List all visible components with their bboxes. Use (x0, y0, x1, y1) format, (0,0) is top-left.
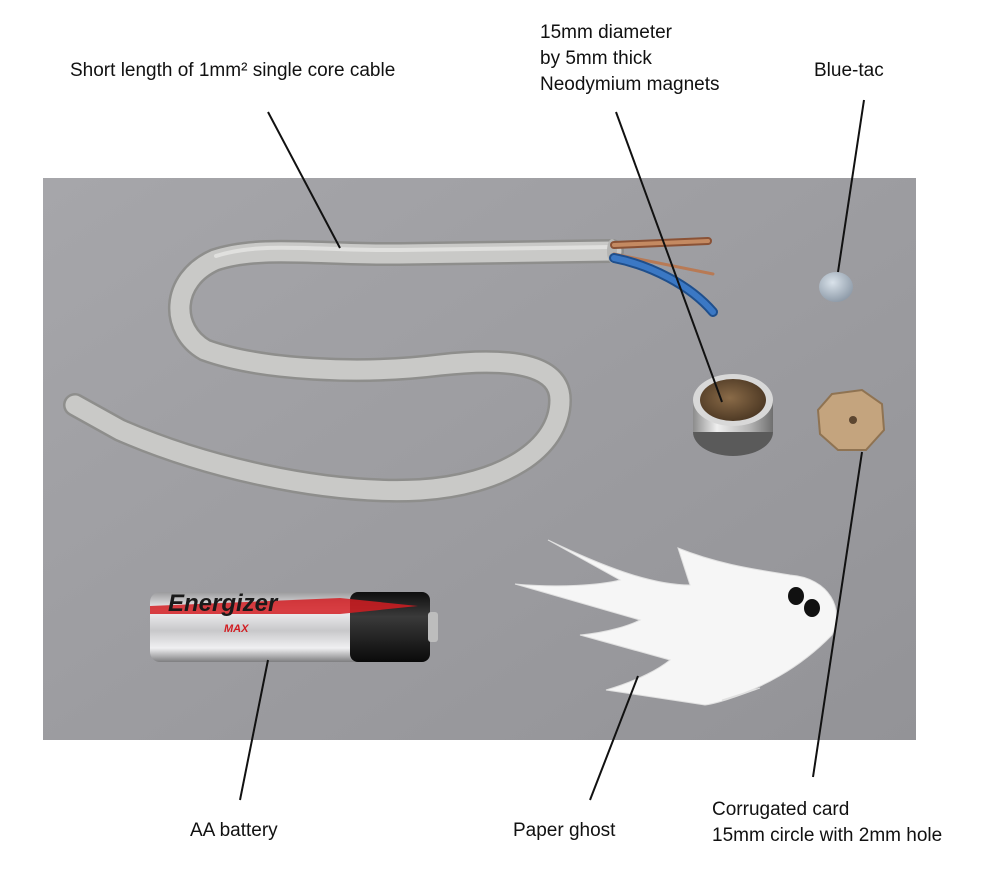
bluetac-pointer (837, 99, 865, 273)
magnets-label-line-3: Neodymium magnets (540, 74, 720, 95)
pointer-lines (239, 99, 865, 801)
magnets-label-line-2: by 5mm thick (540, 48, 652, 69)
card-label-line-2: 15mm circle with 2mm hole (712, 825, 943, 846)
battery-label: AA battery (190, 820, 278, 841)
ghost-pointer (589, 675, 639, 801)
aa-battery: Energizer MAX (150, 590, 438, 662)
neodymium-magnets (693, 374, 773, 456)
cable-label: Short length of 1mm² single core cable (70, 60, 396, 81)
battery-model-text: MAX (224, 623, 249, 635)
magnets-label-line-1: 15mm diameter (540, 22, 672, 43)
card-pointer (812, 451, 863, 778)
cable (63, 237, 718, 503)
card-label-line-1: Corrugated card (712, 799, 850, 820)
battery-brand-text: Energizer (168, 590, 279, 617)
magnets-label: 15mm diameter by 5mm thick Neodymium mag… (540, 20, 720, 98)
bluetac-label: Blue-tac (814, 60, 884, 81)
corrugated-card (816, 388, 886, 451)
magnets-pointer (615, 111, 723, 403)
blue-tac (819, 272, 853, 302)
paper-ghost (514, 539, 837, 706)
battery-pointer (239, 659, 269, 801)
card-label: Corrugated card 15mm circle with 2mm hol… (712, 797, 942, 849)
cable-pointer (267, 111, 341, 249)
ghost-label: Paper ghost (513, 820, 616, 841)
